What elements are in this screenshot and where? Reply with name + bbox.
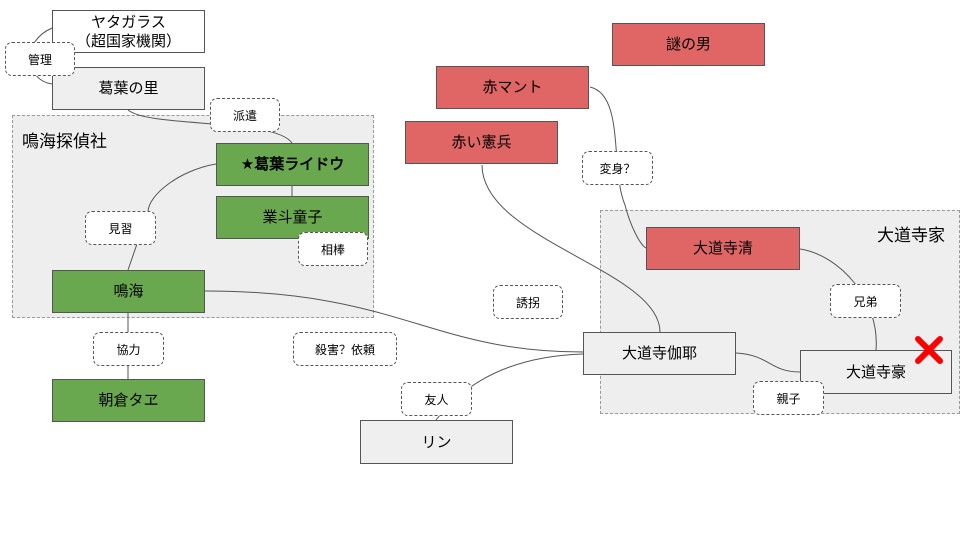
node-red-cape-label: 赤マント (482, 78, 543, 97)
edge-narumi-sayako (204, 290, 584, 353)
group-title-narumi-agency: 鳴海探偵社 (22, 132, 107, 152)
node-narumi-label: 鳴海 (113, 282, 144, 301)
node-rin[interactable]: リン (360, 420, 513, 464)
node-narumi[interactable]: 鳴海 (52, 270, 205, 313)
red-x-icon (915, 336, 943, 364)
node-asakura-tae-label: 朝倉タヱ (98, 391, 159, 410)
label-kidnapping: 誘拐 (493, 285, 563, 319)
label-transformation: 変身？ (582, 151, 653, 185)
label-parent-child: 親子 (753, 381, 824, 415)
node-yatagarasu[interactable]: ヤタガラス （超国家機関） (52, 10, 205, 53)
node-red-mp[interactable]: 赤い憲兵 (405, 121, 558, 164)
node-kuzunoha-village[interactable]: 葛葉の里 (52, 67, 205, 110)
label-murder-request: 殺害？依頼 (293, 332, 397, 366)
node-yatagarasu-label: ヤタガラス （超国家機関） (75, 12, 181, 50)
node-daidoji-sayako[interactable]: 大道寺伽耶 (583, 332, 736, 375)
node-gyoto-doji-label: 業斗童子 (262, 208, 323, 227)
node-raidou[interactable]: ★葛葉ライドウ (216, 143, 369, 186)
group-title-daidoji-family: 大道寺家 (877, 226, 945, 246)
node-red-mp-label: 赤い憲兵 (451, 133, 512, 152)
node-kuzunoha-village-label: 葛葉の里 (98, 79, 159, 98)
node-raidou-label: ★葛葉ライドウ (240, 155, 345, 174)
edge-sayako-go (735, 352, 801, 373)
edge-redcape-kiyoshi (589, 86, 647, 249)
edge-kiyoshi-go (799, 248, 877, 351)
node-red-cape[interactable]: 赤マント (436, 66, 589, 109)
node-daidoji-sayako-label: 大道寺伽耶 (621, 344, 697, 363)
node-gyoto-doji[interactable]: 業斗童子 (216, 196, 369, 239)
node-asakura-tae[interactable]: 朝倉タヱ (52, 379, 205, 422)
node-rin-label: リン (421, 432, 452, 451)
edge-redmp-sayako (481, 164, 661, 333)
label-partner: 相棒 (298, 232, 368, 266)
label-cooperation: 協力 (93, 332, 164, 366)
label-dispatch: 派遣 (210, 98, 280, 132)
label-siblings: 兄弟 (830, 284, 901, 318)
node-daidoji-kiyoshi[interactable]: 大道寺清 (646, 227, 800, 270)
label-apprentice: 見習 (85, 211, 156, 245)
node-daidoji-go-label: 大道寺豪 (845, 362, 906, 381)
label-management: 管理 (5, 42, 75, 76)
node-mystery-man-label: 謎の男 (665, 35, 711, 54)
label-friend: 友人 (401, 382, 472, 416)
node-daidoji-go[interactable]: 大道寺豪 (800, 350, 952, 394)
node-mystery-man[interactable]: 謎の男 (612, 23, 765, 66)
node-daidoji-kiyoshi-label: 大道寺清 (692, 239, 753, 258)
